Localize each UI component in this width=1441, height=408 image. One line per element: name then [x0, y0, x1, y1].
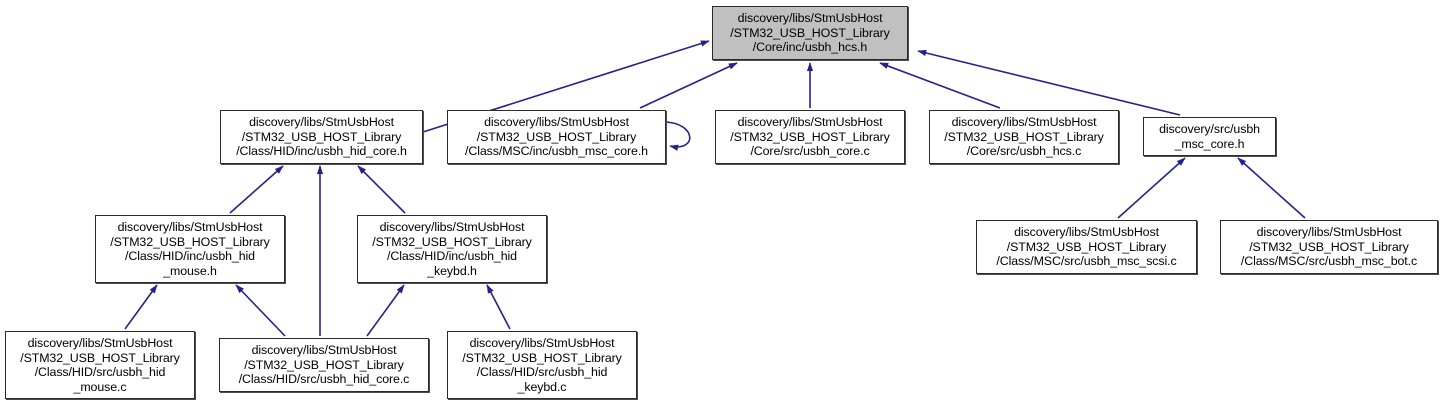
- graph-edge-usbh_msc_bot_c-to-usbh_msc_core_h_src: [1237, 157, 1306, 219]
- graph-edge-usbh_msc_core_h_src-to-usbh_hcs_h: [917, 49, 1181, 116]
- graph-node-label: discovery/libs/StmUsbHost /STM32_USB_HOS…: [372, 220, 532, 278]
- graph-node-usbh_hid_keybd_c[interactable]: discovery/libs/StmUsbHost /STM32_USB_HOS…: [447, 331, 637, 399]
- graph-node-label: discovery/libs/StmUsbHost /STM32_USB_HOS…: [944, 115, 1104, 159]
- graph-edge-usbh_hid_mouse_h-to-usbh_hid_core_h: [229, 165, 284, 214]
- graph-edge-usbh_hid_keybd_c-to-usbh_hid_keybd_h: [486, 284, 511, 330]
- graph-node-label: discovery/libs/StmUsbHost /STM32_USB_HOS…: [110, 220, 270, 278]
- graph-node-usbh_hcs_h[interactable]: discovery/libs/StmUsbHost /STM32_USB_HOS…: [712, 6, 908, 60]
- graph-edge-usbh_hcs_c-to-usbh_hcs_h: [879, 62, 1001, 109]
- graph-node-usbh_hid_core_c[interactable]: discovery/libs/StmUsbHost /STM32_USB_HOS…: [219, 338, 429, 392]
- graph-node-usbh_hcs_c[interactable]: discovery/libs/StmUsbHost /STM32_USB_HOS…: [929, 110, 1119, 164]
- graph-edge-usbh_msc_core_h_lib-to-usbh_hcs_h: [639, 62, 738, 109]
- graph-node-usbh_hid_core_h[interactable]: discovery/libs/StmUsbHost /STM32_USB_HOS…: [220, 110, 423, 164]
- graph-node-usbh_msc_core_h_src[interactable]: discovery/src/usbh _msc_core.h: [1143, 117, 1276, 156]
- edge-group: [124, 40, 1306, 337]
- graph-node-usbh_hid_keybd_h[interactable]: discovery/libs/StmUsbHost /STM32_USB_HOS…: [357, 215, 547, 283]
- graph-node-usbh_hid_mouse_h[interactable]: discovery/libs/StmUsbHost /STM32_USB_HOS…: [95, 215, 285, 283]
- graph-node-label: discovery/libs/StmUsbHost /STM32_USB_HOS…: [996, 225, 1177, 269]
- graph-node-label: discovery/src/usbh _msc_core.h: [1159, 122, 1260, 151]
- graph-edge-usbh_msc_core_h_lib-to-usbh_msc_core_h_lib: [665, 121, 691, 151]
- graph-node-label: discovery/libs/StmUsbHost /STM32_USB_HOS…: [236, 115, 407, 159]
- graph-edge-usbh_hid_keybd_h-to-usbh_hid_core_h: [357, 165, 406, 214]
- graph-edge-usbh_msc_scsi_c-to-usbh_msc_core_h_src: [1117, 157, 1186, 219]
- graph-node-label: discovery/libs/StmUsbHost /STM32_USB_HOS…: [465, 115, 648, 159]
- graph-node-label: discovery/libs/StmUsbHost /STM32_USB_HOS…: [730, 115, 890, 159]
- graph-node-usbh_msc_core_h_lib[interactable]: discovery/libs/StmUsbHost /STM32_USB_HOS…: [447, 110, 666, 164]
- graph-edge-usbh_hid_core_c-to-usbh_hid_keybd_h: [366, 284, 405, 337]
- graph-node-usbh_msc_scsi_c[interactable]: discovery/libs/StmUsbHost /STM32_USB_HOS…: [976, 220, 1197, 274]
- graph-node-label: discovery/libs/StmUsbHost /STM32_USB_HOS…: [238, 343, 410, 387]
- graph-edge-usbh_hid_core_c-to-usbh_hid_mouse_h: [235, 284, 286, 337]
- graph-node-usbh_core_c[interactable]: discovery/libs/StmUsbHost /STM32_USB_HOS…: [715, 110, 905, 164]
- graph-node-label: discovery/libs/StmUsbHost /STM32_USB_HOS…: [462, 336, 622, 394]
- graph-node-usbh_msc_bot_c[interactable]: discovery/libs/StmUsbHost /STM32_USB_HOS…: [1220, 220, 1438, 274]
- graph-node-label: discovery/libs/StmUsbHost /STM32_USB_HOS…: [1240, 225, 1418, 269]
- graph-node-label: discovery/libs/StmUsbHost /STM32_USB_HOS…: [730, 11, 890, 55]
- graph-node-usbh_hid_mouse_c[interactable]: discovery/libs/StmUsbHost /STM32_USB_HOS…: [5, 331, 195, 399]
- graph-edge-usbh_hid_mouse_c-to-usbh_hid_mouse_h: [124, 284, 158, 330]
- graph-node-label: discovery/libs/StmUsbHost /STM32_USB_HOS…: [20, 336, 180, 394]
